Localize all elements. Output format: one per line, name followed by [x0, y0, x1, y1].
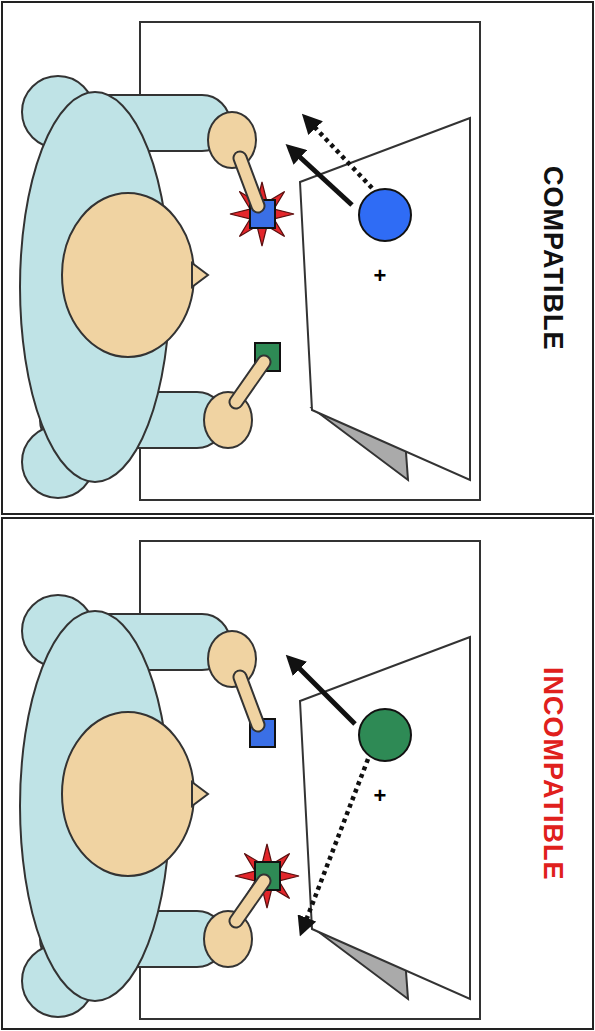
green-stimulus: [359, 709, 411, 761]
finger-outline: [236, 881, 264, 921]
panel-heading: INCOMPATIBLE: [537, 667, 568, 881]
dotted-arrow: [302, 759, 368, 931]
panel-heading: COMPATIBLE: [537, 166, 568, 351]
hand: [208, 631, 256, 687]
head: [62, 193, 194, 357]
compatible-scene: [20, 22, 480, 500]
fixation-cross: +: [374, 265, 387, 287]
press-burst: [230, 182, 294, 246]
finger: [236, 362, 264, 402]
finger-outline: [236, 362, 264, 402]
panel-box: INCOMPATIBLE: [1, 517, 594, 1030]
nose: [192, 263, 208, 287]
screen: [300, 118, 470, 480]
nose: [192, 782, 208, 806]
hand: [208, 112, 256, 168]
incompatible-scene: [20, 541, 480, 1019]
finger-outline: [240, 158, 258, 206]
dotted-arrow: [306, 118, 372, 188]
finger-outline: [240, 677, 258, 725]
finger: [240, 158, 258, 206]
head: [62, 712, 194, 876]
finger: [240, 677, 258, 725]
panel-box: COMPATIBLE: [1, 1, 594, 515]
finger: [236, 881, 264, 921]
arrow: [290, 659, 355, 724]
fixation-cross: +: [374, 785, 387, 807]
blue-stimulus: [359, 189, 411, 241]
